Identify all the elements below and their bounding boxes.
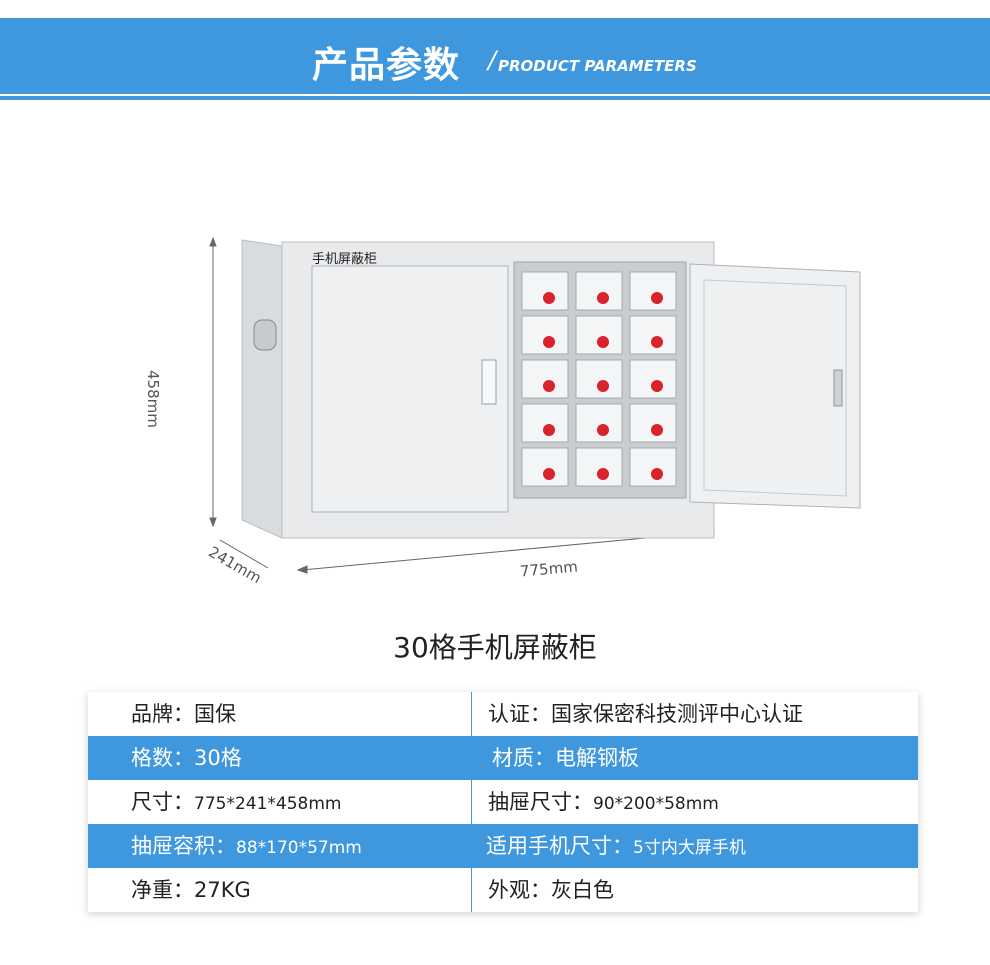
table-row: 品牌：国保 认证：国家保密科技测评中心认证: [88, 692, 918, 736]
key-tags: [543, 292, 663, 480]
banner-title-cn: 产品参数: [312, 45, 461, 86]
parameter-table: 品牌：国保 认证：国家保密科技测评中心认证 格数：30格 材质：电解钢板 尺寸：…: [88, 692, 918, 912]
param-appearance: 外观：灰白色: [488, 878, 614, 902]
table-row: 净重：27KG 外观：灰白色: [88, 868, 918, 912]
cabinet-drawing: [209, 236, 861, 574]
cabinet-illustration: 手机屏蔽柜 458mm 241mm 775mm: [144, 220, 870, 620]
param-drawer-volume: 抽屉容积：88*170*57mm: [131, 834, 362, 858]
side-handle: [253, 319, 277, 351]
right-door-lock: [833, 369, 843, 407]
param-drawer-size: 抽屉尺寸：90*200*58mm: [488, 790, 719, 814]
drawers: [521, 271, 677, 487]
param-phone-size: 适用手机尺寸：5寸内大屏手机: [486, 834, 746, 858]
banner-title-en: PRODUCT PARAMETERS: [498, 57, 697, 75]
cabinet-side: [241, 239, 283, 539]
table-row: 格数：30格 材质：电解钢板: [88, 736, 918, 780]
right-door: [689, 263, 861, 509]
param-compartments: 格数：30格: [131, 746, 242, 770]
header-banner: 产品参数 / PRODUCT PARAMETERS: [0, 0, 990, 104]
banner-underline: [0, 96, 990, 100]
banner-slash: /: [488, 46, 497, 74]
product-caption: 30格手机屏蔽柜: [393, 631, 597, 664]
param-net-weight: 净重：27KG: [131, 878, 251, 902]
param-brand: 品牌：国保: [131, 702, 236, 726]
banner-band: [0, 18, 990, 94]
table-row: 尺寸：775*241*458mm 抽屉尺寸：90*200*58mm: [88, 780, 918, 824]
left-door-handle: [481, 359, 497, 405]
cabinet-label: 手机屏蔽柜: [312, 252, 378, 267]
param-material: 材质：电解钢板: [492, 746, 639, 770]
dim-height: 458mm: [144, 370, 162, 428]
column-divider: [471, 692, 472, 912]
table-row: 抽屉容积：88*170*57mm 适用手机尺寸：5寸内大屏手机: [88, 824, 918, 868]
right-door-panel: [703, 279, 847, 497]
left-door: [311, 265, 509, 513]
param-dimensions: 尺寸：775*241*458mm: [131, 790, 342, 814]
param-certification: 认证：国家保密科技测评中心认证: [488, 702, 803, 726]
